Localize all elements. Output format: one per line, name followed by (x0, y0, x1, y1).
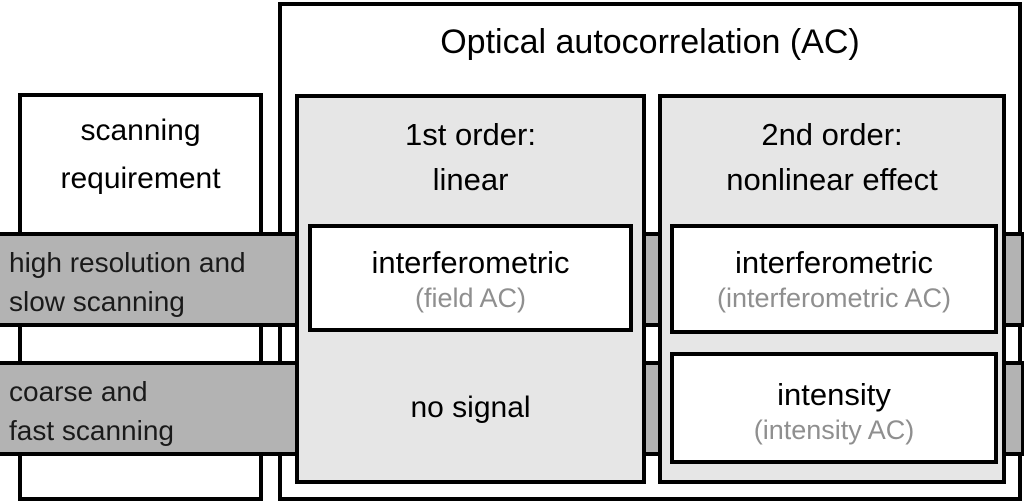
column-1st-order-header-line1: 1st order: (405, 117, 536, 152)
row-band-1-line1: high resolution and (9, 247, 246, 278)
cell-intensity-ac: intensity (intensity AC) (670, 352, 998, 464)
row-band-2-line2: fast scanning (9, 415, 174, 446)
column-1st-order-header: 1st order: linear (299, 98, 642, 202)
column-2nd-order-header-line1: 2nd order: (761, 117, 903, 152)
cell-field-ac-main: interferometric (371, 245, 570, 280)
cell-interferometric-ac-sub: (interferometric AC) (716, 283, 952, 313)
scanning-requirement-line2: requirement (60, 162, 221, 195)
diagram-title: Optical autocorrelation (AC) (440, 23, 860, 61)
cell-interferometric-ac-main: interferometric (734, 245, 934, 280)
row-band-1-line2: slow scanning (9, 286, 185, 317)
scanning-requirement-line1: scanning (80, 114, 201, 147)
cell-field-ac: interferometric (field AC) (308, 224, 633, 332)
row-band-2-line1: coarse and (9, 376, 148, 407)
cell-intensity-ac-main: intensity (777, 377, 891, 412)
cell-no-signal: no signal (410, 391, 531, 424)
column-2nd-order-header-line2: nonlinear effect (726, 162, 938, 197)
scanning-requirement-header: scanning requirement (18, 107, 263, 203)
cell-field-ac-sub: (field AC) (414, 283, 527, 313)
cell-interferometric-ac: interferometric (interferometric AC) (670, 224, 998, 334)
column-1st-order-header-line2: linear (432, 162, 509, 197)
cell-intensity-ac-sub: (intensity AC) (753, 415, 915, 445)
column-2nd-order-header: 2nd order: nonlinear effect (662, 98, 1002, 202)
